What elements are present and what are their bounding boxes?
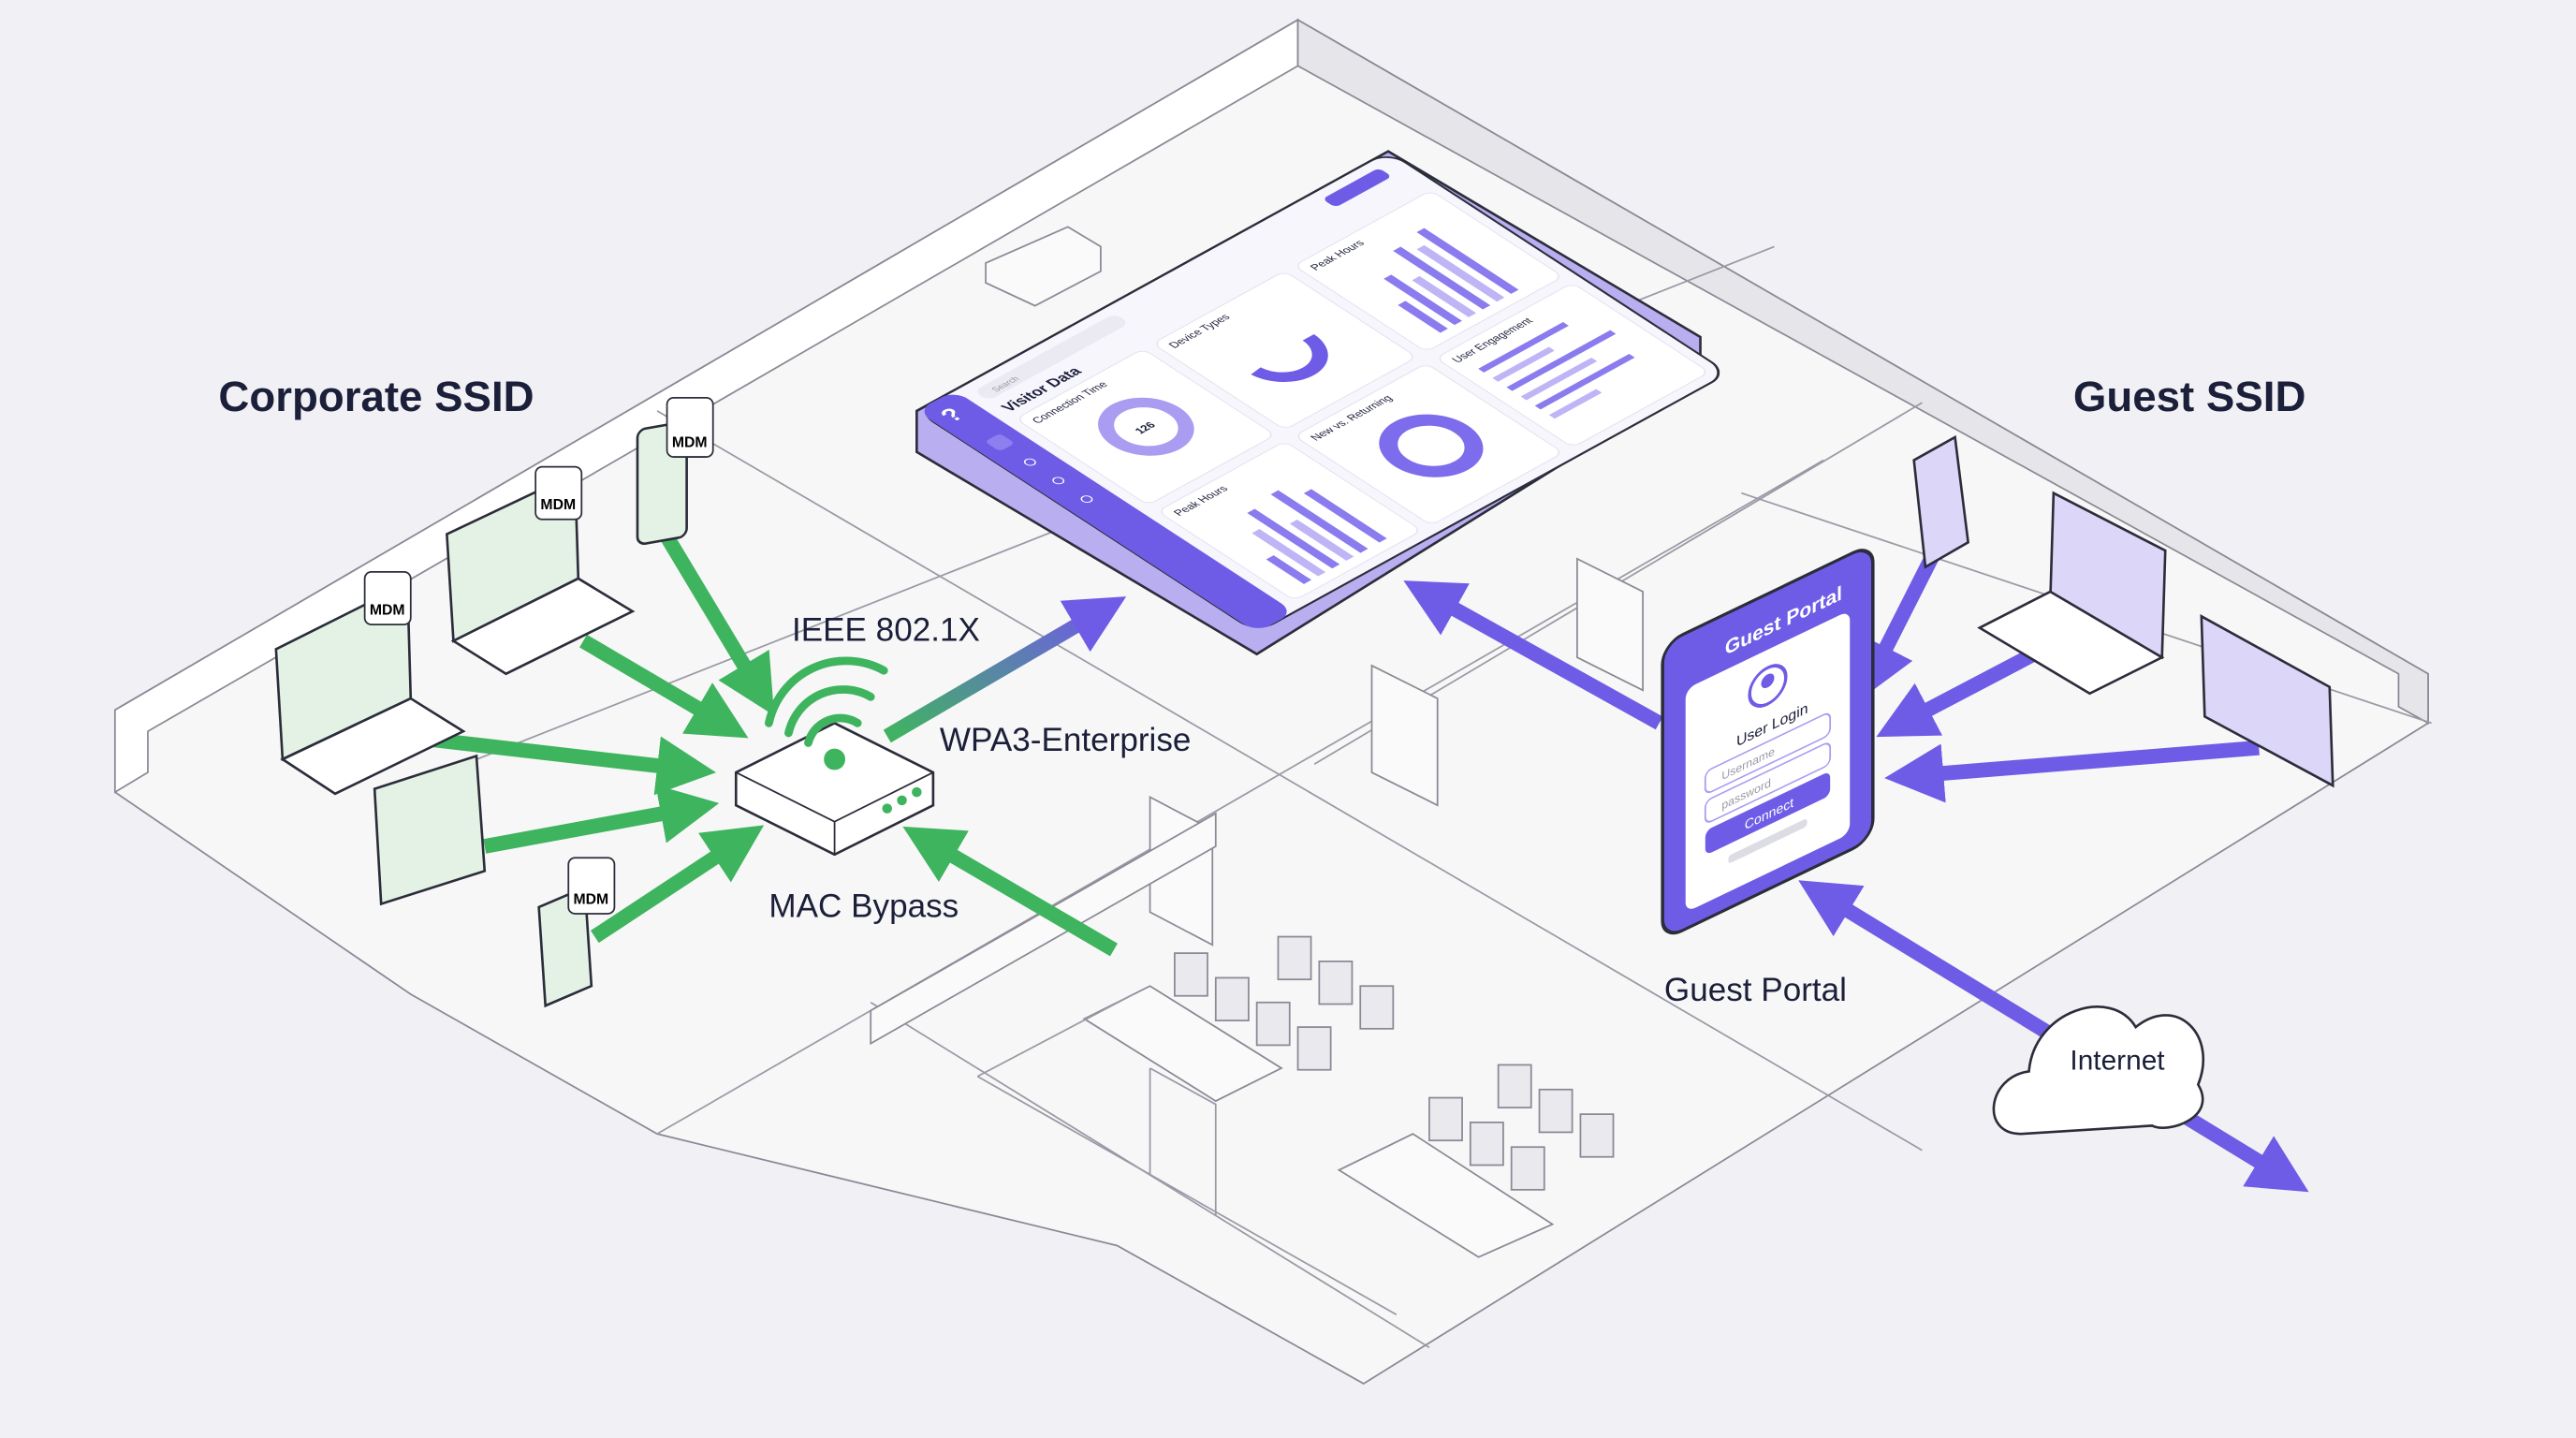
svg-text:MDM: MDM	[574, 891, 609, 907]
card-user-engagement	[1439, 285, 1706, 446]
svg-text:MDM: MDM	[370, 603, 405, 619]
connect-button[interactable]	[1705, 770, 1831, 855]
internet-cloud-icon: Internet	[1992, 1005, 2204, 1136]
arrow-phone2-router	[591, 825, 765, 944]
tablet-device	[2200, 614, 2334, 788]
internet-label: Internet	[2070, 1046, 2165, 1077]
guest-devices	[1912, 434, 2334, 788]
password-field[interactable]	[1704, 741, 1832, 825]
card-new-vs-returning	[1297, 365, 1560, 523]
arrow-tablet-router	[483, 785, 720, 854]
stair-block	[985, 226, 1102, 307]
mdm-badge: MDM	[534, 465, 583, 521]
corporate-ssid-title: Corporate SSID	[218, 373, 534, 420]
arrow-laptop2-router	[579, 634, 749, 739]
analytics-dashboard: ? Search Visitor Data Connection Time 12…	[915, 150, 1720, 656]
access-point-router	[734, 656, 935, 857]
mdm-badge: MDM	[666, 396, 714, 458]
seating-area	[976, 935, 1615, 1315]
card-peak-hours	[1161, 443, 1418, 599]
phone-device	[1912, 434, 1970, 569]
card-connection-time	[1019, 350, 1272, 504]
nav-settings-icon[interactable]	[1079, 494, 1094, 504]
mdm-badge: MDM	[363, 571, 412, 625]
svg-text:MDM: MDM	[672, 435, 708, 451]
tablet-device	[373, 754, 487, 906]
arrow-tablet-portal	[1884, 740, 2260, 803]
guest-portal-label: Guest Portal	[1664, 972, 1847, 1008]
corporate-devices	[274, 421, 688, 1008]
arrow-router-dashboard	[883, 596, 1127, 743]
nav-home-icon[interactable]	[985, 433, 1015, 451]
donut-chart	[1098, 397, 1194, 456]
arrow-wired-router	[902, 826, 1118, 957]
mac-bypass-label: MAC Bypass	[768, 888, 959, 924]
arrow-phone1-router	[659, 530, 775, 716]
user-avatar-icon	[1748, 664, 1788, 708]
mdm-badge: MDM	[567, 857, 616, 915]
guest-portal-device: Guest Portal User Login Username passwor…	[1661, 549, 1875, 935]
ieee-label: IEEE 802.1X	[792, 612, 980, 649]
guest-ssid-title: Guest SSID	[2073, 373, 2305, 420]
mdm-badges: MDM MDM MDM MDM	[363, 396, 714, 915]
export-button[interactable]	[1323, 168, 1393, 207]
arrow-portal-dashboard	[1403, 580, 1663, 730]
donut-chart	[1379, 414, 1484, 477]
bar-chart	[1247, 227, 1635, 584]
arrow-phone-portal	[1859, 547, 1942, 700]
laptop-device	[274, 581, 466, 796]
laptop-device	[1977, 491, 2167, 696]
arrow-laptop-portal	[1876, 647, 2038, 738]
donut-chart	[1232, 324, 1328, 382]
arrow-laptop1-router	[429, 732, 717, 796]
username-field[interactable]	[1704, 712, 1832, 795]
svg-text:MDM: MDM	[540, 497, 576, 513]
search-input[interactable]	[973, 314, 1130, 402]
corporate-arrows	[429, 530, 1118, 957]
wpa3-label: WPA3-Enterprise	[940, 722, 1191, 758]
nav-users-icon[interactable]	[1022, 458, 1037, 467]
wifi-icon	[765, 656, 888, 770]
nav-reports-icon[interactable]	[1051, 477, 1066, 486]
dashboard-sidebar	[924, 394, 1287, 628]
card-device-types	[1156, 272, 1413, 428]
